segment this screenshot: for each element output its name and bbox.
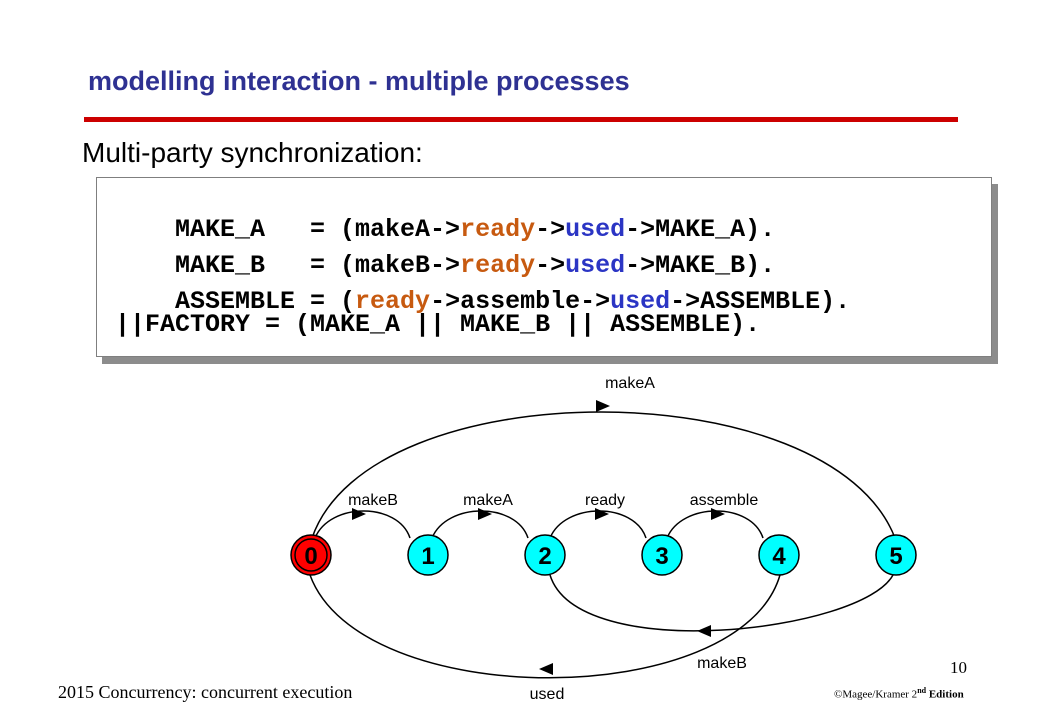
state-2 bbox=[524, 534, 566, 576]
arrowhead bbox=[697, 625, 711, 637]
arrowhead bbox=[711, 508, 725, 520]
transition-label: used bbox=[530, 686, 565, 703]
slide-subtitle: Multi-party synchronization: bbox=[82, 137, 423, 168]
arrowhead bbox=[539, 663, 553, 675]
code-token-ready: ready bbox=[460, 215, 536, 244]
state-label: 1 bbox=[421, 543, 434, 570]
footer-course: 2015 Concurrency: concurrent execution bbox=[58, 682, 353, 702]
code-token-used: used bbox=[565, 251, 626, 280]
arrowhead bbox=[596, 400, 610, 412]
code-token: ->MAKE_A). bbox=[625, 215, 776, 244]
code-token: MAKE_A = (makeA-> bbox=[175, 215, 461, 244]
edition-superscript: nd bbox=[917, 686, 927, 695]
code-line-factory: ||FACTORY = (MAKE_A || MAKE_B || ASSEMBL… bbox=[115, 310, 761, 339]
state-0-initial bbox=[290, 534, 332, 576]
code-token: ->assemble-> bbox=[430, 287, 611, 316]
state-4 bbox=[758, 534, 800, 576]
state-1 bbox=[407, 534, 449, 576]
edition-text: Edition bbox=[926, 688, 964, 701]
code-token: -> bbox=[535, 215, 566, 244]
transition-label: makeA bbox=[463, 492, 513, 509]
code-token: ->ASSEMBLE). bbox=[670, 287, 851, 316]
code-token: MAKE_B = (makeB-> bbox=[175, 251, 461, 280]
arrowhead bbox=[352, 508, 366, 520]
title-underline bbox=[84, 117, 958, 122]
transition-label: ready bbox=[585, 492, 625, 509]
code-token: ->MAKE_B). bbox=[625, 251, 776, 280]
state-3 bbox=[641, 534, 683, 576]
code-token-used: used bbox=[610, 287, 671, 316]
transition-label: makeA bbox=[605, 375, 655, 392]
copyright-text: ©Magee/Kramer 2 bbox=[834, 688, 918, 701]
slide-title: modelling interaction - multiple process… bbox=[88, 66, 630, 96]
code-token-ready: ready bbox=[355, 287, 431, 316]
state-label: 2 bbox=[538, 543, 551, 570]
state-5 bbox=[875, 534, 917, 576]
code-line-make-a: MAKE_A = (makeA->ready->used->MAKE_A). bbox=[115, 186, 775, 273]
state-0-inner-ring bbox=[294, 538, 328, 572]
transition-4-0 bbox=[309, 574, 781, 679]
state-label: 4 bbox=[772, 543, 786, 570]
state-label: 5 bbox=[889, 543, 902, 570]
footer-copyright: ©Magee/Kramer 2nd Edition bbox=[834, 686, 964, 701]
code-line-assemble: ASSEMBLE = (ready->assemble->used->ASSEM… bbox=[115, 258, 850, 345]
transition-label: makeB bbox=[348, 492, 398, 509]
arrowhead bbox=[595, 508, 609, 520]
state-label: 3 bbox=[655, 543, 668, 570]
code-line-make-b: MAKE_B = (makeB->ready->used->MAKE_B). bbox=[115, 222, 775, 309]
transition-5-4 bbox=[549, 574, 894, 632]
code-token: ASSEMBLE = ( bbox=[175, 287, 356, 316]
arrowhead bbox=[478, 508, 492, 520]
transition-label: makeB bbox=[697, 655, 747, 672]
code-token: -> bbox=[535, 251, 566, 280]
fsp-code-box: MAKE_A = (makeA->ready->used->MAKE_A). M… bbox=[96, 177, 992, 357]
state-label: 0 bbox=[304, 543, 317, 570]
transition-0-1 bbox=[314, 510, 411, 539]
code-token-ready: ready bbox=[460, 251, 536, 280]
page-number: 10 bbox=[950, 658, 967, 677]
transition-0-5 bbox=[311, 411, 896, 539]
code-token-used: used bbox=[565, 215, 626, 244]
transition-label: assemble bbox=[690, 492, 759, 509]
